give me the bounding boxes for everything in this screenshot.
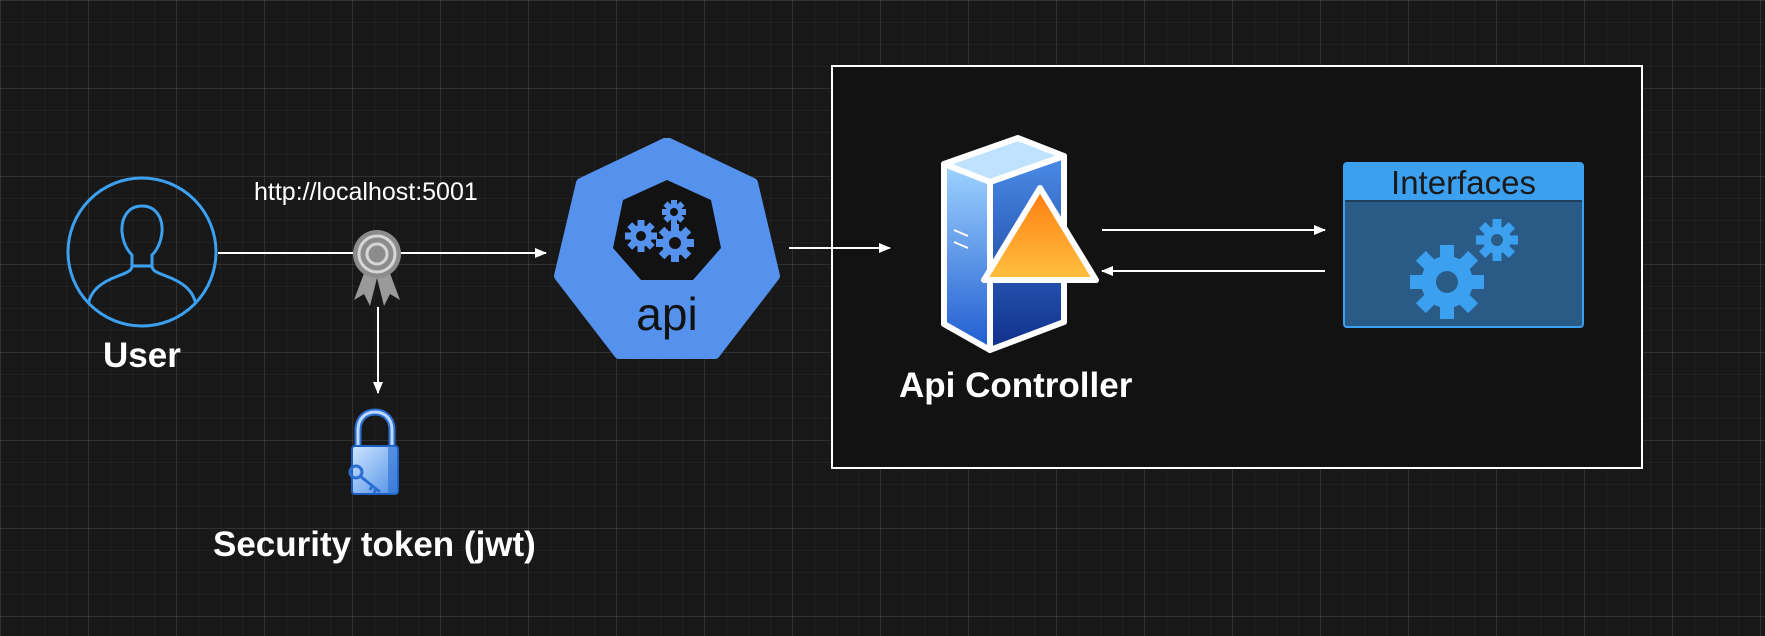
server-warning-icon[interactable] (940, 134, 1102, 354)
padlock-icon[interactable] (344, 408, 406, 502)
interfaces-panel[interactable]: Interfaces (1343, 162, 1584, 328)
api-heptagon-icon[interactable]: api (553, 138, 781, 360)
url-label: http://localhost:5001 (254, 178, 478, 206)
user-label: User (103, 336, 181, 375)
certificate-icon[interactable] (344, 228, 410, 308)
user-icon[interactable] (66, 176, 218, 328)
security-token-label: Security token (jwt) (213, 525, 536, 564)
gears-icon (1410, 219, 1518, 319)
api-label: api (636, 288, 697, 340)
interfaces-title: Interfaces (1345, 164, 1582, 202)
api-controller-label: Api Controller (899, 366, 1133, 405)
gears-icon (625, 200, 694, 262)
